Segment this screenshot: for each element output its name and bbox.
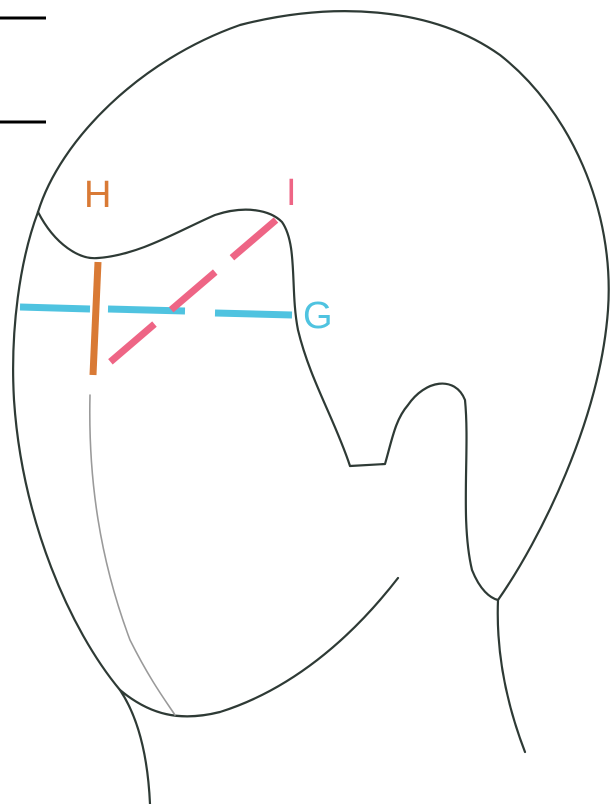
hairline-outline bbox=[36, 208, 500, 602]
label-g: G bbox=[303, 295, 333, 337]
label-h: H bbox=[84, 174, 111, 216]
face-center-line bbox=[88, 394, 176, 716]
neck-outline bbox=[118, 688, 152, 804]
line-i bbox=[92, 217, 279, 378]
line-h bbox=[89, 261, 102, 376]
label-i: I bbox=[286, 172, 297, 214]
head-outer-outline bbox=[36, 10, 610, 754]
face-outline bbox=[12, 210, 400, 718]
line-g bbox=[19, 303, 293, 319]
